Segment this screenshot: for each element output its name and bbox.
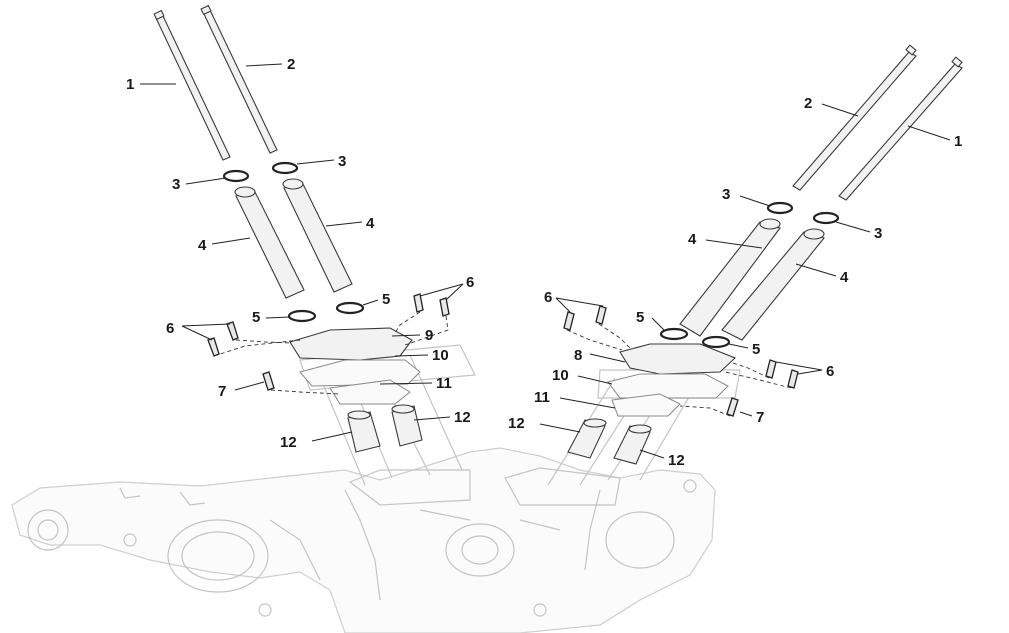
o-ring-left-5b	[335, 301, 365, 315]
callout-left-5a: 5	[252, 309, 260, 326]
assembly-dashes-right	[566, 323, 792, 417]
o-ring-right-3b	[812, 211, 840, 225]
callout-labels: 1 2 3 3 4 4 5 5 6 6 7 9 10 11 12 12 2 1 …	[126, 56, 962, 469]
tube-cover-left-9	[289, 327, 413, 361]
lifter-guide-right-11	[611, 393, 681, 417]
callout-left-3a: 3	[172, 176, 180, 193]
tube-cover-right-8	[619, 343, 737, 375]
assembly-dashes-left	[213, 311, 449, 395]
callout-right-4a: 4	[688, 231, 697, 248]
lifter-guide-left-11	[329, 379, 411, 405]
callout-right-3a: 3	[722, 186, 730, 203]
callout-right-4b: 4	[840, 269, 849, 286]
callout-right-5b: 5	[752, 341, 760, 358]
callout-right-6b: 6	[826, 363, 834, 380]
lifter-right-12b	[613, 424, 652, 465]
callout-left-10: 10	[432, 347, 449, 364]
callout-right-11: 11	[534, 389, 550, 406]
pushrod-left-2	[200, 4, 278, 154]
pushrod-right-2	[792, 44, 917, 191]
leader-lines	[140, 63, 951, 459]
callout-left-4a: 4	[198, 237, 207, 254]
crankcase-outline	[11, 447, 716, 633]
callout-right-12b: 12	[668, 452, 685, 469]
callout-right-7: 7	[756, 409, 764, 426]
callout-right-8: 8	[574, 347, 582, 364]
o-ring-right-5b	[701, 335, 731, 349]
callout-left-5b: 5	[382, 291, 390, 308]
pushrod-tube-right-4a	[679, 218, 781, 337]
callout-right-1: 1	[954, 133, 962, 150]
lifter-left-12b	[391, 404, 423, 447]
o-ring-right-3a	[766, 201, 794, 215]
bolts-left-6	[207, 293, 450, 357]
callout-left-4b: 4	[366, 215, 375, 232]
gasket-right-10	[607, 373, 729, 399]
callout-right-10: 10	[552, 367, 569, 384]
callout-left-7: 7	[218, 383, 226, 400]
callout-right-3b: 3	[874, 225, 882, 242]
callout-right-6a: 6	[544, 289, 552, 306]
o-ring-left-5a	[287, 309, 317, 323]
callout-left-2: 2	[287, 56, 295, 73]
callout-left-3b: 3	[338, 153, 346, 170]
pushrod-left-1	[153, 9, 231, 161]
callout-left-12b: 12	[280, 434, 297, 451]
bolt-right-7	[726, 397, 739, 417]
o-ring-right-5a	[659, 327, 689, 341]
callout-left-11: 11	[436, 375, 452, 392]
pushrod-tube-right-4b	[721, 228, 825, 341]
callout-right-5a: 5	[636, 309, 644, 326]
gasket-left-10	[299, 359, 421, 387]
pushrod-tube-left-4a	[234, 186, 305, 299]
o-ring-left-3b	[271, 161, 299, 175]
bolt-left-7	[262, 371, 275, 391]
callout-left-12a: 12	[454, 409, 471, 426]
bolts-right-6	[563, 305, 799, 389]
callout-left-6a: 6	[166, 320, 174, 337]
callout-left-6b: 6	[466, 274, 474, 291]
callout-left-1: 1	[126, 76, 134, 93]
pushrod-tube-left-4b	[282, 178, 353, 293]
pushrod-right-1	[838, 56, 963, 201]
callout-left-9: 9	[425, 327, 433, 344]
lifter-left-12a	[347, 410, 381, 453]
o-ring-left-3a	[222, 169, 250, 183]
callout-right-2: 2	[804, 95, 812, 112]
callout-right-12a: 12	[508, 415, 525, 432]
lifter-right-12a	[567, 418, 607, 459]
